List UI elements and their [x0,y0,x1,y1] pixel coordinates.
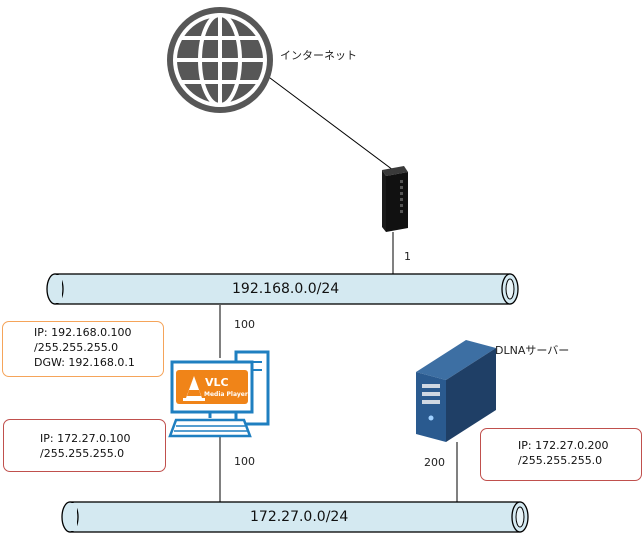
dlna-lan2-mask: /255.255.255.0 [518,454,603,467]
network-pipe-lan1 [46,273,519,305]
lan2-label: 172.27.0.0/24 [250,509,349,525]
pc-lan2-host-number: 100 [234,455,255,468]
vlc-logo-text: VLC [205,376,229,389]
globe-icon [167,7,273,113]
vlc-logo: VLC Media Player [176,370,248,404]
internet-router-link [261,71,394,171]
pc-lan2-ip: IP: 172.27.0.100 [40,432,131,445]
router-icon [382,166,408,232]
dlna-lan2-host-number: 200 [424,456,445,469]
pc-lan2-address-callout: IP: 172.27.0.100 /255.255.255.0 [3,419,166,472]
server-icon [416,340,496,442]
lan1-label: 192.168.0.0/24 [232,281,340,297]
network-pipe-lan2 [61,501,529,533]
pc-lan1-ip: IP: 192.168.0.100 [34,326,132,339]
pc-lan1-mask: /255.255.255.0 [34,341,119,354]
pc-lan1-gateway: DGW: 192.168.0.1 [34,356,135,369]
pc-lan1-address-callout: IP: 192.168.0.100 /255.255.255.0 DGW: 19… [2,321,164,377]
pc-lan2-mask: /255.255.255.0 [40,447,125,460]
router-host-number: 1 [404,250,411,263]
dlna-lan2-ip: IP: 172.27.0.200 [518,439,609,452]
dlna-server-label: DLNAサーバー [495,344,570,357]
vlc-logo-subtext: Media Player [204,391,248,398]
internet-label: インターネット [280,49,357,62]
pc-lan1-host-number: 100 [234,318,255,331]
dlna-lan2-address-callout: IP: 172.27.0.200 /255.255.255.0 [480,428,642,481]
